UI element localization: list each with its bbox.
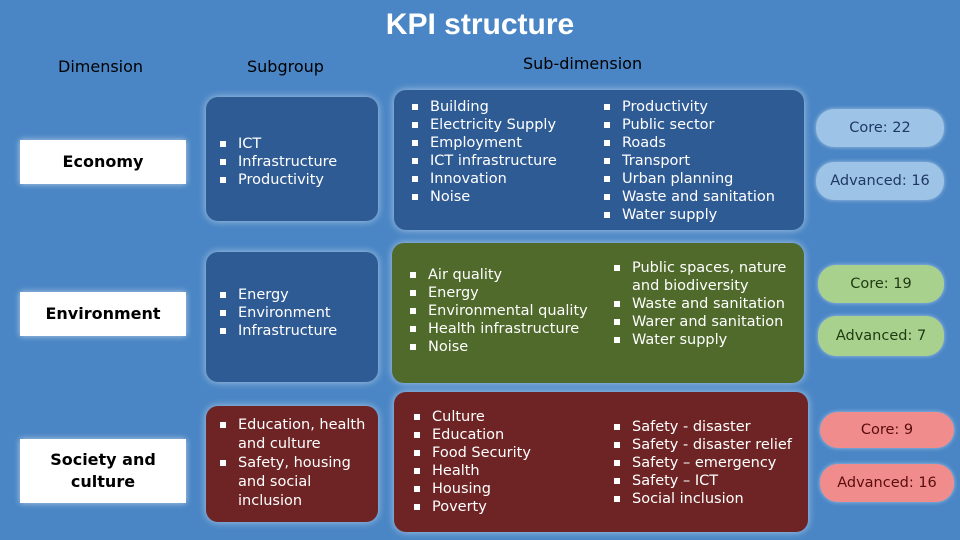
list-item: Water supply [602, 206, 798, 224]
list-item: Safety - disaster [612, 418, 802, 436]
list-item: Safety, housing and social inclusion [218, 454, 370, 511]
list-item: Urban planning [602, 170, 798, 188]
subdimension-box-society: Culture Education Food Security Health H… [394, 392, 808, 532]
core-count-economy: Core: 22 [816, 109, 944, 147]
subdimension-list-a-economy: Building Electricity Supply Employment I… [410, 98, 590, 206]
subdimension-box-economy: Building Electricity Supply Employment I… [394, 90, 804, 230]
list-item: Roads [602, 134, 798, 152]
list-item: Transport [602, 152, 798, 170]
subdimension-box-environment: Air quality Energy Environmental quality… [392, 243, 804, 383]
list-item: Safety – ICT [612, 472, 802, 490]
list-item: Building [410, 98, 590, 116]
list-item: Employment [410, 134, 590, 152]
list-item: Housing [412, 480, 600, 498]
subdimension-list-b-economy: Productivity Public sector Roads Transpo… [602, 98, 798, 224]
advanced-count-economy: Advanced: 16 [816, 162, 944, 200]
list-item: Education [412, 426, 600, 444]
list-item: Productivity [602, 98, 798, 116]
subgroup-box-society: Education, health and culture Safety, ho… [206, 406, 378, 522]
subgroup-box-environment: Energy Environment Infrastructure [206, 252, 378, 382]
list-item: Infrastructure [218, 153, 370, 171]
list-item: Public spaces, nature and biodiversity [612, 259, 800, 295]
list-item: Environmental quality [408, 302, 598, 320]
list-item: Food Security [412, 444, 600, 462]
page-title: KPI structure [385, 8, 575, 41]
list-item: Air quality [408, 266, 598, 284]
dimension-header: Dimension [58, 57, 144, 76]
list-item: Education, health and culture [218, 416, 370, 454]
list-item: Culture [412, 408, 600, 426]
list-item: ICT infrastructure [410, 152, 590, 170]
list-item: Health [412, 462, 600, 480]
list-item: Waste and sanitation [602, 188, 798, 206]
subdimension-list-a-environment: Air quality Energy Environmental quality… [408, 266, 598, 356]
core-count-environment: Core: 19 [818, 265, 944, 303]
list-item: Social inclusion [612, 490, 802, 508]
subgroup-box-economy: ICT Infrastructure Productivity [206, 97, 378, 221]
core-count-society: Core: 9 [820, 412, 954, 448]
list-item: Health infrastructure [408, 320, 598, 338]
dimension-environment: Environment [20, 292, 186, 336]
dimension-economy: Economy [20, 140, 186, 184]
dimension-society: Society and culture [20, 439, 186, 503]
subgroup-list-environment: Energy Environment Infrastructure [218, 286, 370, 340]
subgroup-list-economy: ICT Infrastructure Productivity [218, 135, 370, 189]
list-item: Safety - disaster relief [612, 436, 802, 454]
list-item: Public sector [602, 116, 798, 134]
list-item: Water supply [612, 331, 800, 349]
subgroup-list-society: Education, health and culture Safety, ho… [218, 416, 370, 511]
list-item: Noise [410, 188, 590, 206]
advanced-count-environment: Advanced: 7 [818, 316, 944, 356]
list-item: Electricity Supply [410, 116, 590, 134]
subdimension-header: Sub-dimension [523, 54, 643, 73]
subdimension-list-a-society: Culture Education Food Security Health H… [412, 408, 600, 516]
list-item: ICT [218, 135, 370, 153]
list-item: Environment [218, 304, 370, 322]
list-item: Noise [408, 338, 598, 356]
advanced-count-society: Advanced: 16 [820, 464, 954, 502]
list-item: Energy [218, 286, 370, 304]
list-item: Innovation [410, 170, 590, 188]
list-item: Productivity [218, 171, 370, 189]
list-item: Poverty [412, 498, 600, 516]
list-item: Infrastructure [218, 322, 370, 340]
subgroup-header: Subgroup [247, 57, 324, 76]
list-item: Waste and sanitation [612, 295, 800, 313]
subdimension-list-b-environment: Public spaces, nature and biodiversity W… [612, 259, 800, 349]
list-item: Energy [408, 284, 598, 302]
subdimension-list-b-society: Safety - disaster Safety - disaster reli… [612, 418, 802, 508]
list-item: Safety – emergency [612, 454, 802, 472]
list-item: Warer and sanitation [612, 313, 800, 331]
